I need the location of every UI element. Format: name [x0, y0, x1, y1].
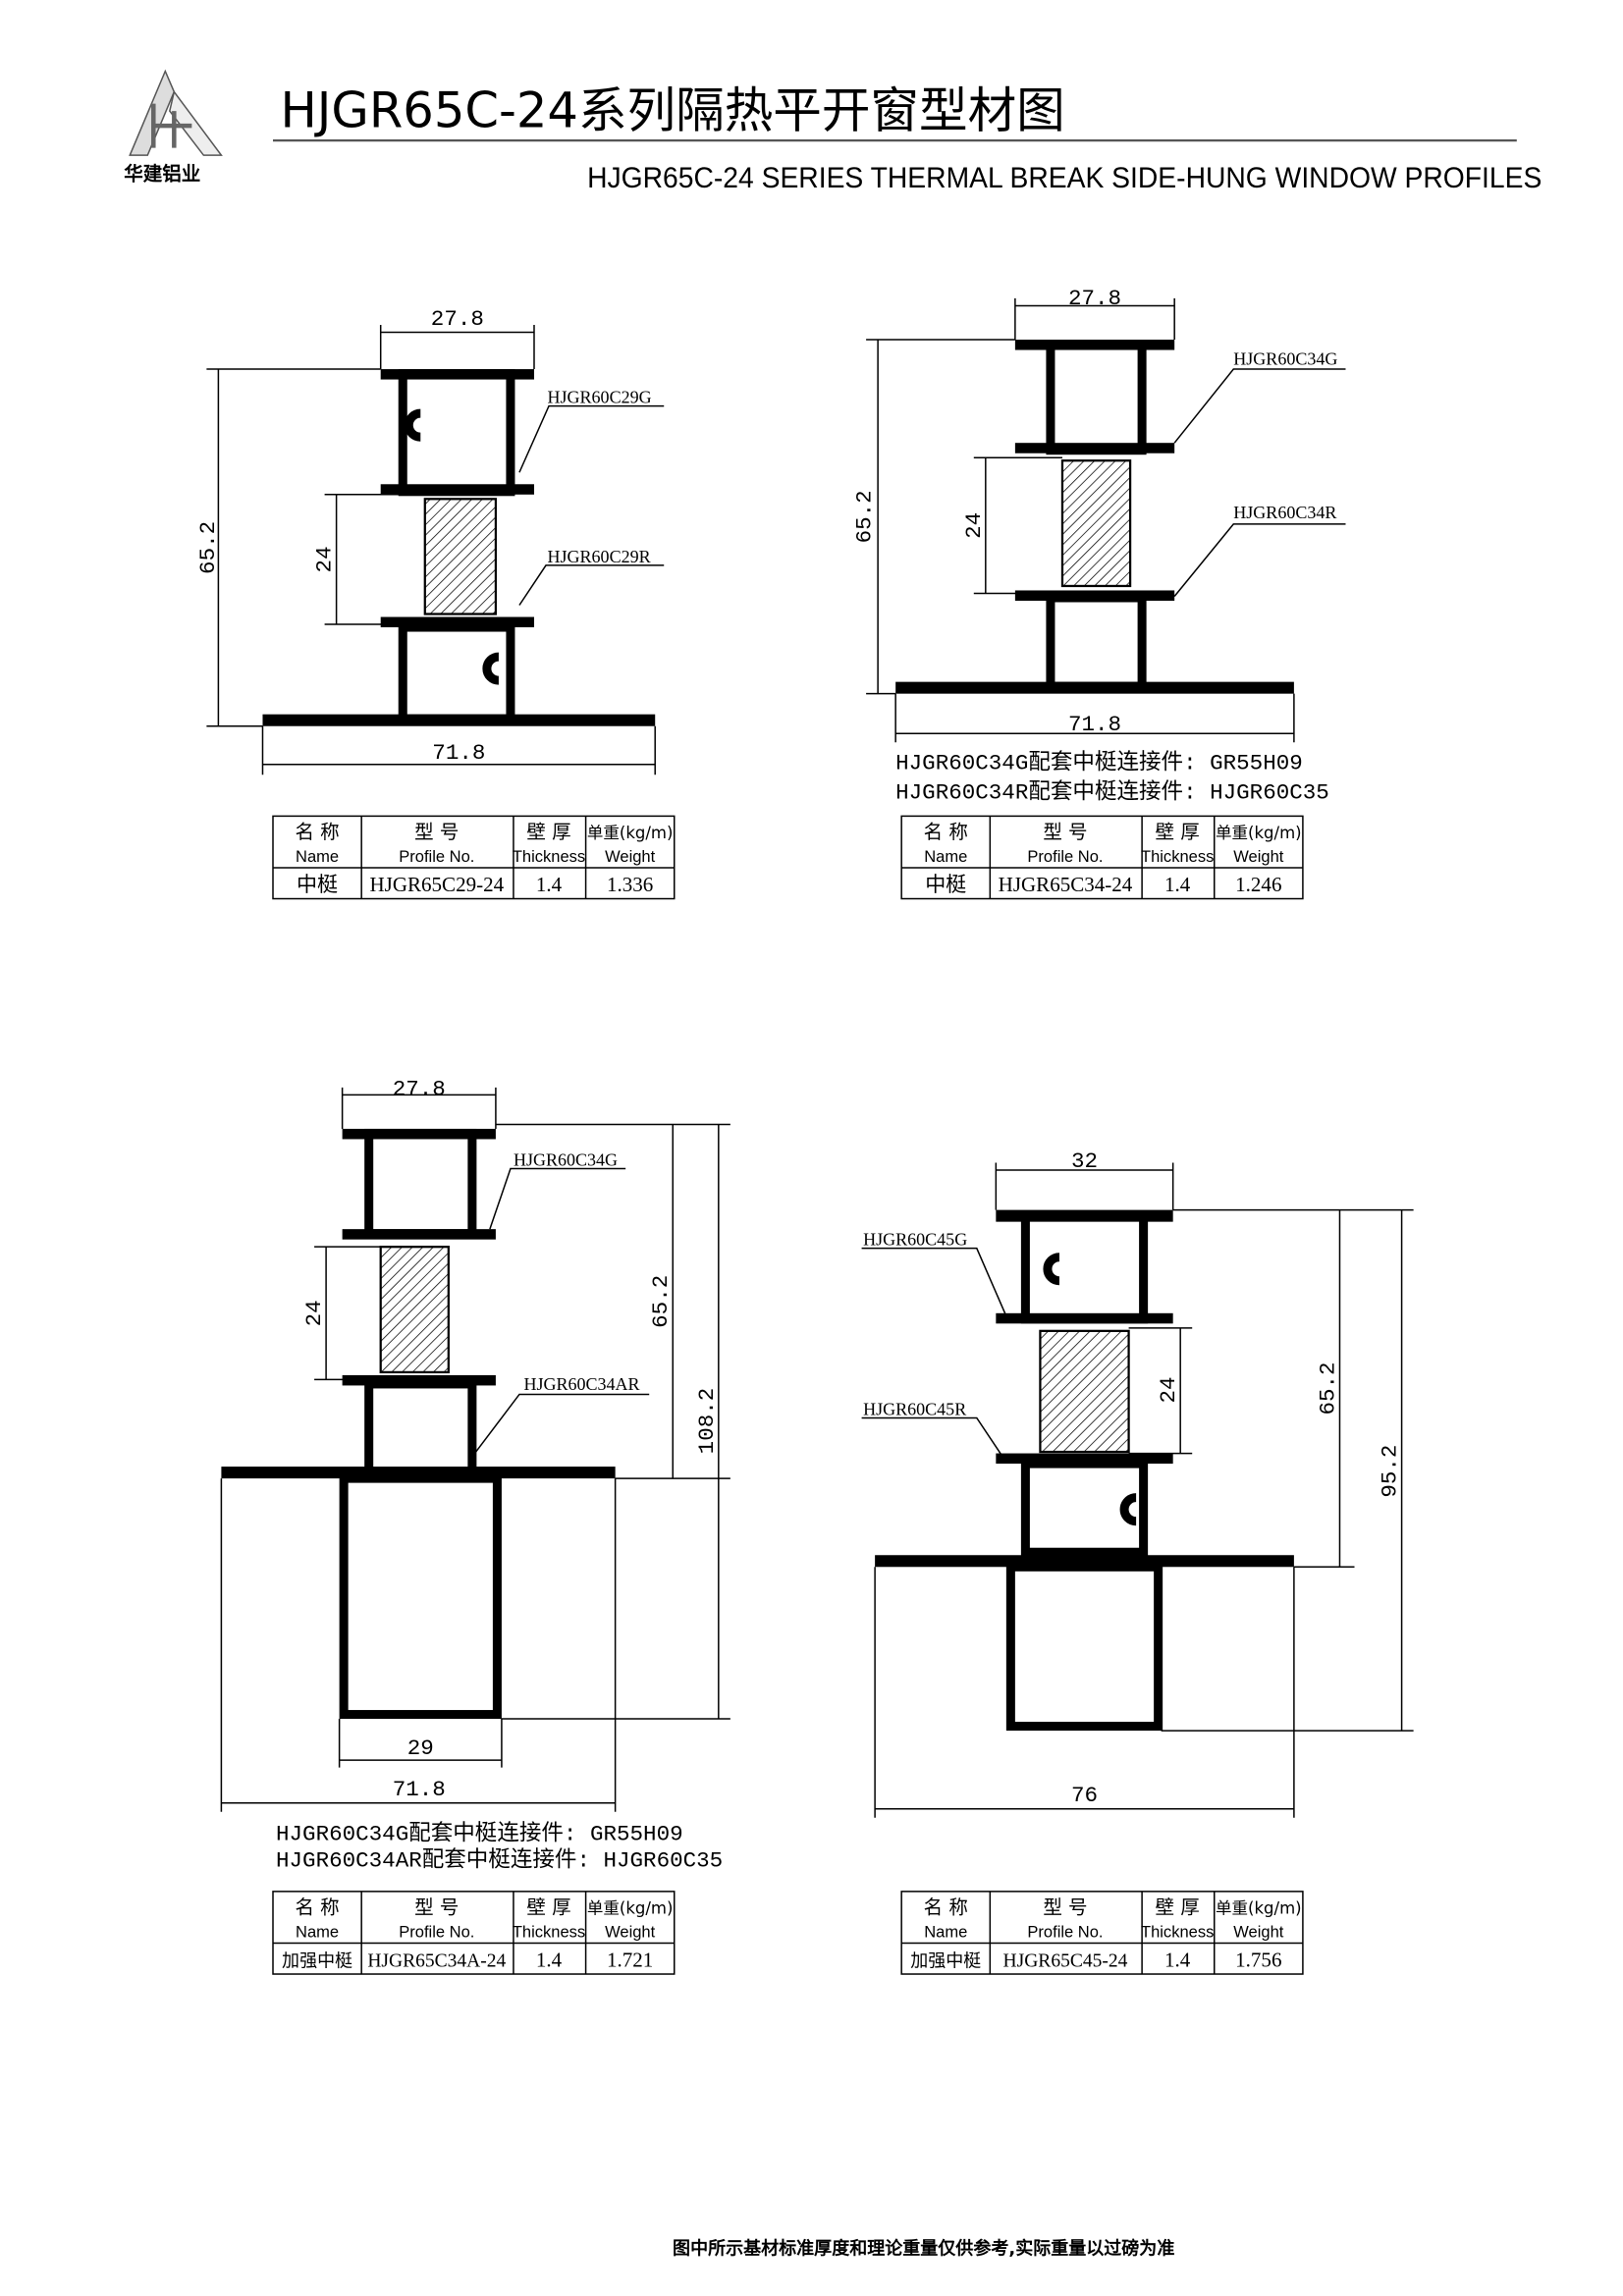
header-profile: 型 号: [414, 821, 459, 843]
cell-thickness: 1.4: [536, 1949, 563, 1972]
cell-thickness: 1.4: [1164, 1949, 1191, 1972]
profile-drawing-2: 27.8 65.2 24 71.8 HJGR60C34G HJGR60C34R …: [852, 286, 1346, 805]
cell-weight: 1.246: [1235, 873, 1281, 896]
dim-break: 24: [312, 546, 338, 572]
connector-note: HJGR60C34G配套中梃连接件: GR55H09: [276, 1820, 683, 1846]
header-name: 名 称: [295, 821, 339, 843]
cell-weight: 1.336: [607, 873, 653, 896]
profile-label: HJGR60C29R: [548, 547, 651, 566]
header-name: 名 称: [924, 821, 968, 843]
header-thickness: 壁 厚: [526, 1896, 570, 1918]
header-weight-en: Weight: [605, 847, 656, 866]
header-profile-en: Profile No.: [399, 847, 474, 866]
header-weight: 单重(kg/m): [587, 1898, 674, 1917]
profile-label: HJGR60C34G: [1233, 349, 1337, 369]
dim-height: 65.2: [1315, 1362, 1340, 1415]
profile-drawing-3: 27.8 65.2 108.2 24 29 71.8 HJGR60C34G HJ…: [220, 1076, 730, 1873]
cell-weight: 1.756: [1235, 1949, 1281, 1972]
spec-table-3: 名 称 Name 型 号 Profile No. 壁 厚 Thickness 单…: [272, 1891, 676, 1975]
header-thickness-en: Thickness: [1141, 1922, 1214, 1941]
company-logo: 华建铝业: [124, 69, 223, 186]
dim-top: 32: [1071, 1148, 1098, 1174]
cell-profile: HJGR65C29-24: [369, 873, 504, 896]
cell-weight: 1.721: [607, 1949, 653, 1972]
cell-profile: HJGR65C45-24: [1003, 1951, 1128, 1972]
dim-base: 71.8: [1068, 712, 1121, 737]
header-weight: 单重(kg/m): [1216, 1898, 1302, 1917]
header-name-en: Name: [924, 1922, 967, 1941]
cell-name: 中梃: [925, 873, 966, 896]
header-weight-en: Weight: [605, 1922, 656, 1941]
header-thickness: 壁 厚: [1156, 821, 1200, 843]
dim-top: 27.8: [1068, 286, 1121, 311]
cell-profile: HJGR65C34A-24: [367, 1951, 506, 1972]
header-weight: 单重(kg/m): [1216, 824, 1302, 842]
page-subtitle: HJGR65C-24 SERIES THERMAL BREAK SIDE-HUN…: [587, 162, 1542, 194]
cell-thickness: 1.4: [1164, 873, 1191, 896]
profile-label: HJGR60C45G: [863, 1230, 967, 1250]
dim-top: 27.8: [431, 306, 484, 332]
dim-break: 24: [301, 1300, 327, 1326]
cell-name: 加强中梃: [282, 1951, 352, 1971]
spec-table-4: 名 称 Name 型 号 Profile No. 壁 厚 Thickness 单…: [900, 1891, 1304, 1975]
connector-note: HJGR60C34AR配套中梃连接件: HJGR60C35: [276, 1846, 723, 1873]
header-thickness: 壁 厚: [526, 821, 570, 843]
connector-note: HJGR60C34R配套中梃连接件: HJGR60C35: [895, 778, 1329, 805]
header-profile-en: Profile No.: [1027, 1922, 1103, 1941]
profile-drawing-4: 32 65.2 95.2 24 76 HJGR60C45G HJGR60C45R: [861, 1148, 1414, 1818]
profile-label: HJGR60C34G: [514, 1150, 618, 1170]
footer-disclaimer: 图中所示基材标准厚度和理论重量仅供参考,实际重量以过磅为准: [673, 2238, 1174, 2260]
dim-break: 24: [1156, 1376, 1181, 1403]
spec-table-2: 名 称 Name 型 号 Profile No. 壁 厚 Thickness 单…: [900, 815, 1304, 900]
dim-break: 24: [961, 512, 987, 539]
profile-label: HJGR60C34R: [1233, 503, 1336, 522]
cell-profile: HJGR65C34-24: [999, 873, 1133, 896]
header-name-en: Name: [296, 1922, 339, 1941]
dim-base: 71.8: [393, 1777, 446, 1802]
cell-name: 加强中梃: [910, 1951, 981, 1971]
connector-note: HJGR60C34G配套中梃连接件: GR55H09: [895, 749, 1303, 775]
header-thickness-en: Thickness: [1141, 847, 1214, 866]
dim-reinforcement: 29: [407, 1735, 434, 1761]
header-profile: 型 号: [414, 1896, 459, 1918]
header-weight-en: Weight: [1233, 847, 1284, 866]
header-weight: 单重(kg/m): [587, 824, 674, 842]
header-name: 名 称: [295, 1896, 339, 1918]
header-name-en: Name: [924, 847, 967, 866]
header-profile: 型 号: [1043, 1896, 1087, 1918]
dim-base: 76: [1071, 1783, 1098, 1808]
dim-base: 71.8: [432, 740, 485, 766]
profile-label: HJGR60C29G: [548, 388, 652, 407]
header-thickness: 壁 厚: [1156, 1896, 1200, 1918]
profile-drawing-1: 27.8 65.2 24 71.8 HJGR60C29G HJGR60C29R: [195, 306, 665, 775]
header-thickness-en: Thickness: [513, 847, 585, 866]
dim-total: 95.2: [1378, 1445, 1403, 1498]
dim-total: 108.2: [694, 1388, 720, 1455]
header-thickness-en: Thickness: [513, 1922, 585, 1941]
header-profile-en: Profile No.: [399, 1922, 474, 1941]
header-profile: 型 号: [1043, 821, 1087, 843]
profile-label: HJGR60C45R: [863, 1399, 966, 1418]
page-title: HJGR65C-24系列隔热平开窗型材图: [281, 82, 1065, 139]
dim-height: 65.2: [648, 1275, 674, 1328]
cell-thickness: 1.4: [536, 873, 563, 896]
header-name: 名 称: [924, 1896, 968, 1918]
dim-height: 65.2: [852, 490, 878, 543]
header-name-en: Name: [296, 847, 339, 866]
header-profile-en: Profile No.: [1027, 847, 1103, 866]
header-weight-en: Weight: [1233, 1922, 1284, 1941]
spec-table-1: 名 称 Name 型 号 Profile No. 壁 厚 Thickness 单…: [272, 815, 676, 900]
dim-top: 27.8: [393, 1076, 446, 1101]
profile-label: HJGR60C34AR: [523, 1374, 639, 1394]
dim-height: 65.2: [195, 521, 221, 574]
cell-name: 中梃: [297, 873, 338, 896]
logo-text: 华建铝业: [124, 163, 200, 186]
